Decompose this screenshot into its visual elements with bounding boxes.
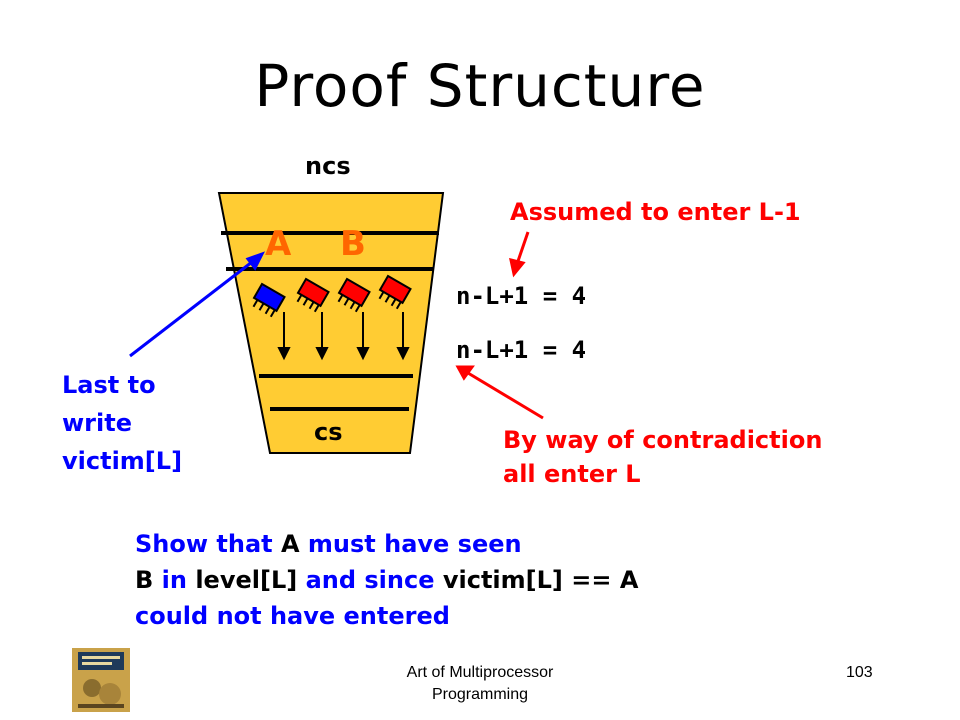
footer-text: Art of Multiprocessor Programming <box>406 664 554 703</box>
conclusion-span: B <box>135 566 154 594</box>
equation-upper: n-L+1 = 4 <box>456 282 587 310</box>
assumed-arrow <box>509 231 530 278</box>
last-write-arrow <box>129 251 266 358</box>
assumed-note: Assumed to enter L-1 <box>510 198 801 226</box>
thread-b-label: B <box>340 224 366 264</box>
thread-icon-red <box>296 277 330 313</box>
last-write-line-2: write <box>62 409 132 437</box>
conclusion-span: and since <box>297 566 443 594</box>
contradiction-arrow <box>455 365 544 420</box>
conclusion-text: Show that A must have seen B in level[L]… <box>135 526 835 634</box>
book-cover-art <box>72 648 130 712</box>
funnel-shape <box>217 192 445 454</box>
conclusion-line-3: could not have entered <box>135 602 450 630</box>
last-write-line-1: Last to <box>62 371 156 399</box>
last-write-line-3: victim[L] <box>62 447 183 475</box>
thread-icon-blue <box>252 282 286 318</box>
equation-lower: n-L+1 = 4 <box>456 336 587 364</box>
thread-a-label: A <box>265 224 292 264</box>
contradiction-line-1: By way of contradiction <box>503 426 823 454</box>
conclusion-span: level[L] <box>195 566 298 594</box>
slide-title: Proof Structure <box>254 52 706 120</box>
conclusion-span: in <box>153 566 196 594</box>
thread-icon-red <box>337 277 371 313</box>
thread-icon-red <box>378 274 412 310</box>
conclusion-span: A <box>280 530 300 558</box>
page-number: 103 <box>846 664 873 681</box>
conclusion-span: victim[L] == A <box>442 566 639 594</box>
contradiction-line-2: all enter L <box>503 460 641 488</box>
contradiction-note: By way of contradiction all enter L <box>503 423 903 491</box>
thread-arrows <box>277 312 410 361</box>
book-cover-thumbnail <box>72 648 130 712</box>
conclusion-span: must have seen <box>299 530 522 558</box>
cs-label: cs <box>314 418 343 446</box>
conclusion-span: Show that <box>135 530 281 558</box>
last-write-note: Last to write victim[L] <box>62 366 222 480</box>
ncs-label: ncs <box>305 152 351 180</box>
conclusion-line-1: Show that A must have seen <box>135 526 835 562</box>
conclusion-line-2: B in level[L] and since victim[L] == A <box>135 562 835 598</box>
